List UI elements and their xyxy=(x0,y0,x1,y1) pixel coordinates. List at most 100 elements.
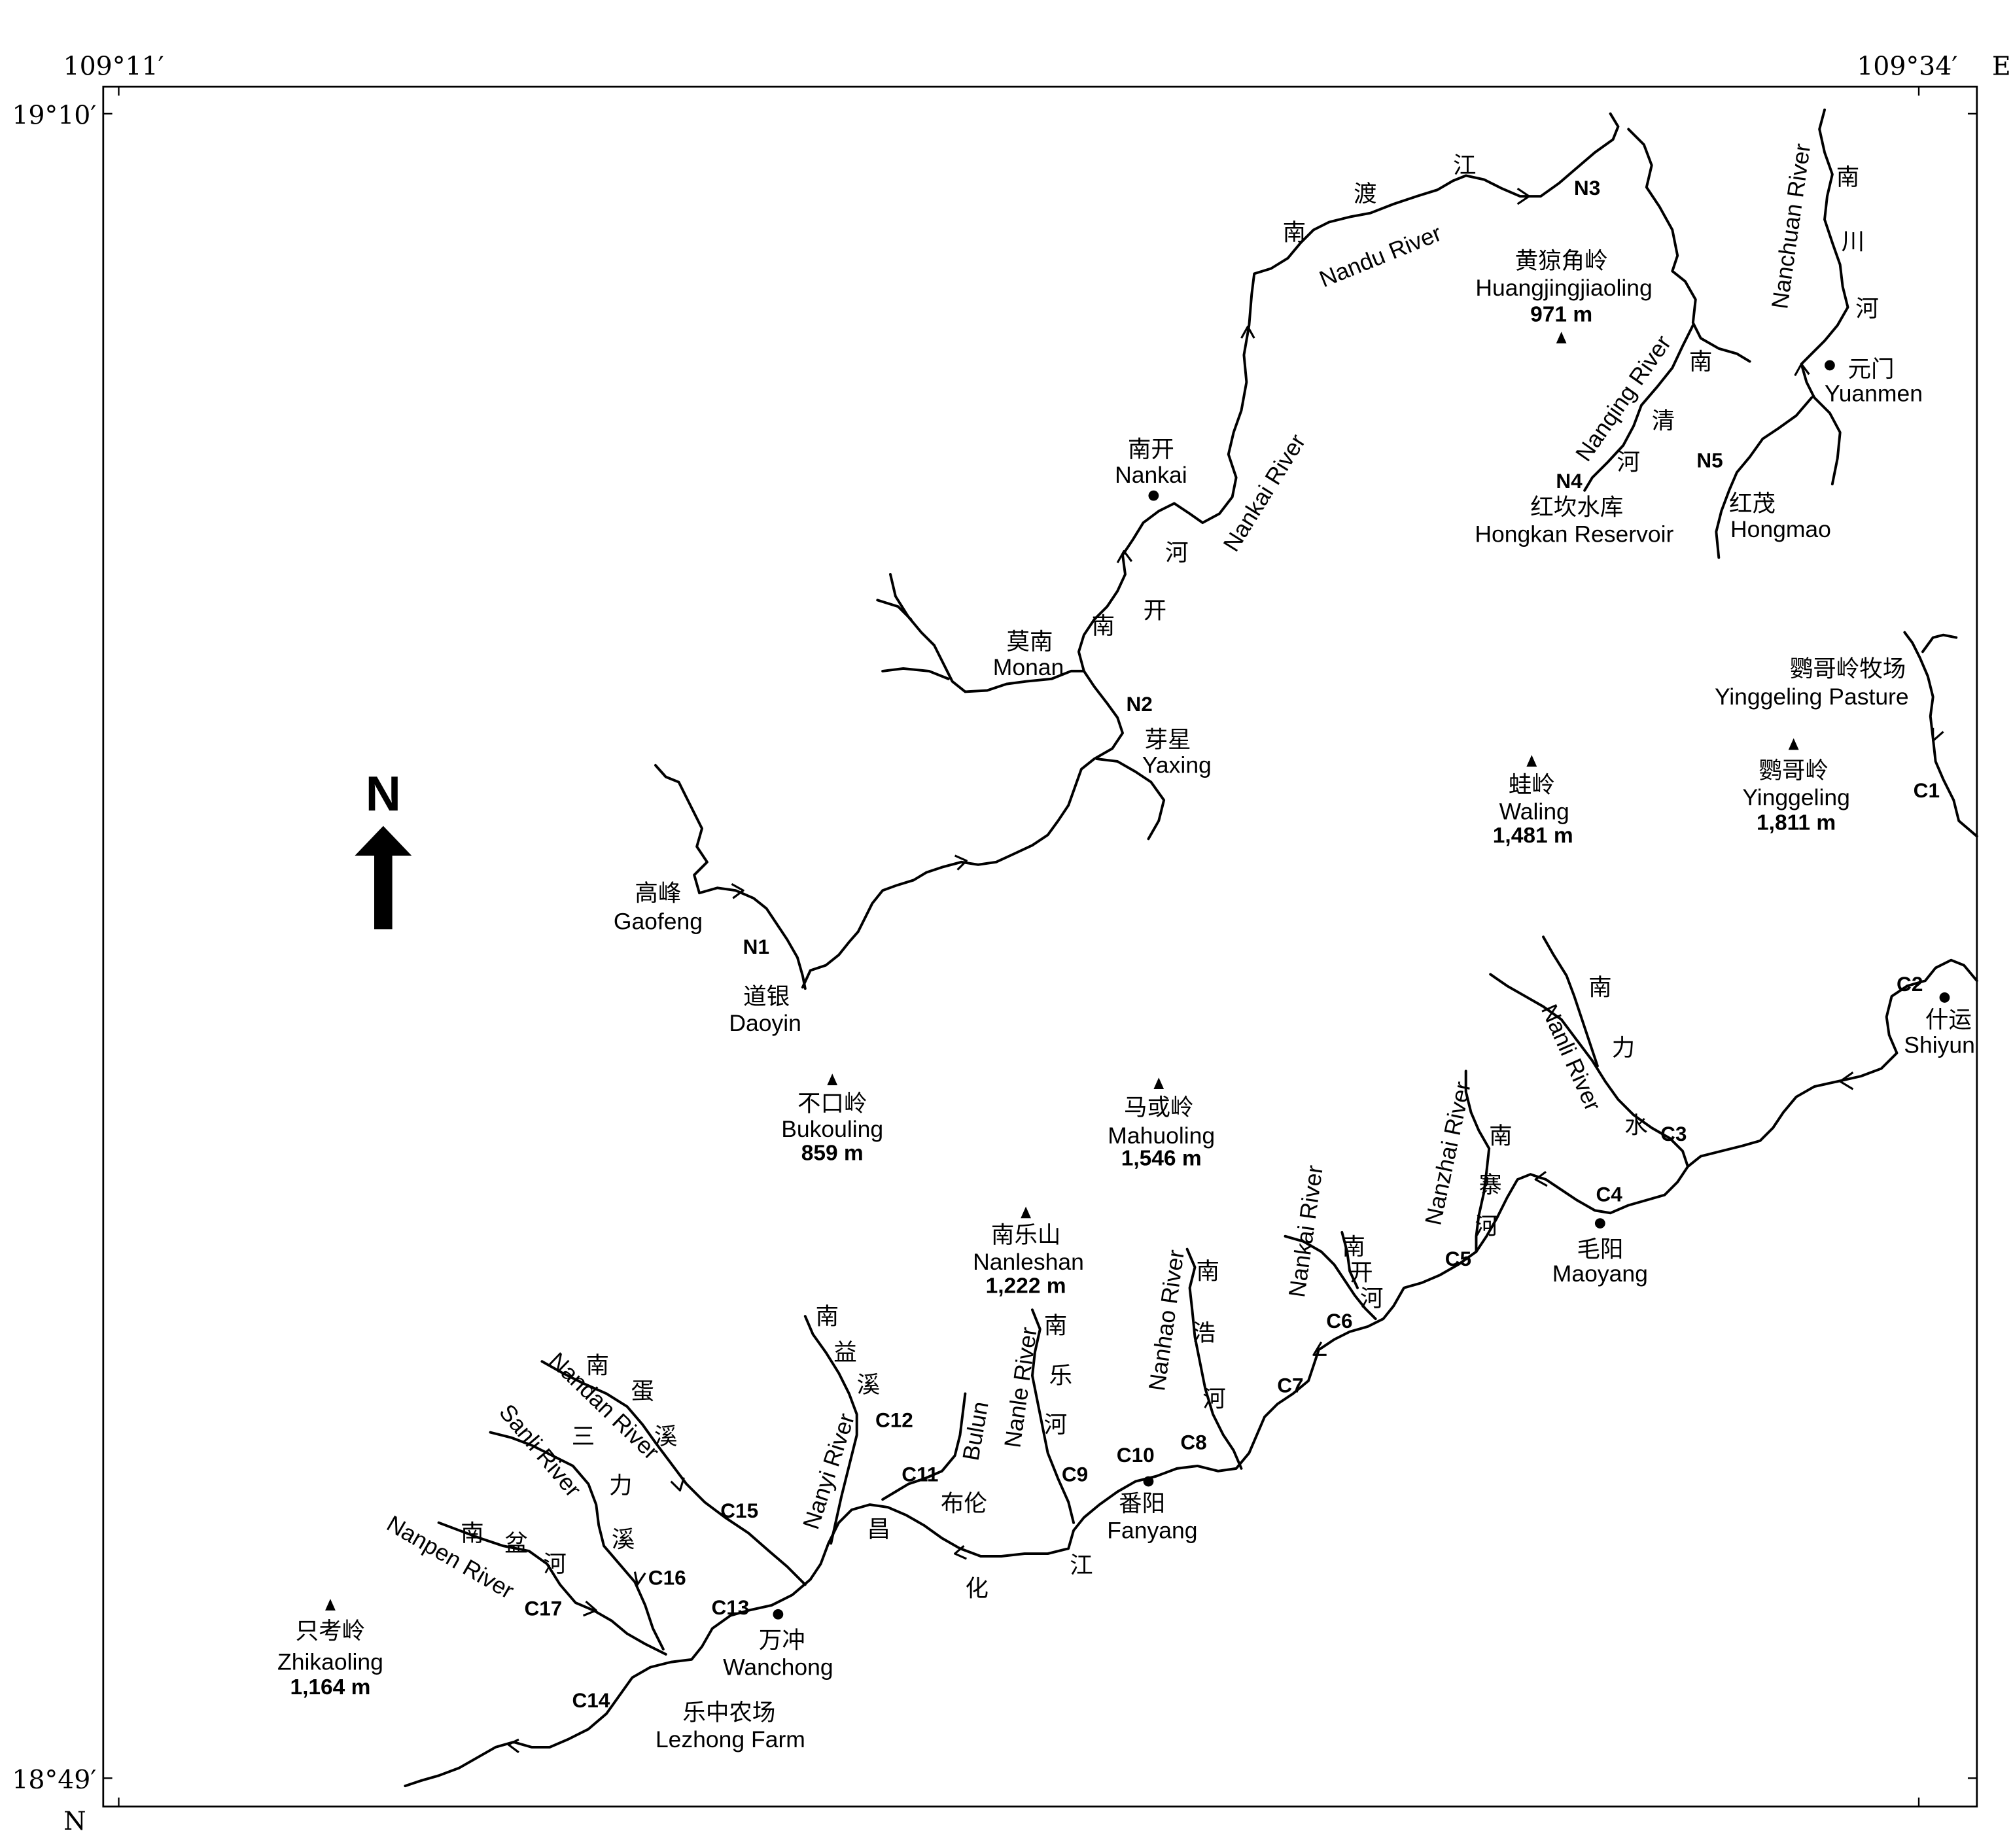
river-label-zh: 力 xyxy=(609,1472,633,1499)
river-label-zh: 盆 xyxy=(504,1530,528,1557)
peak-elevation: 1,546 m xyxy=(1121,1146,1202,1170)
place-name-zh: 乐中农场 xyxy=(682,1699,775,1726)
peak-name-en: Huangjingjiaoling xyxy=(1475,275,1652,301)
peak-name-zh: 不口岭 xyxy=(797,1090,867,1117)
peak-icon xyxy=(1526,755,1537,767)
peaks: 黄猄角岭 Huangjingjiaoling 971 m 蛙岭 Waling 1… xyxy=(277,248,1850,1700)
place-name-en: Shiyun xyxy=(1904,1032,1975,1058)
river-nanli-branch xyxy=(1542,935,1599,1068)
station-label: C10 xyxy=(1117,1443,1155,1467)
flow-arrow-icon xyxy=(633,1571,646,1586)
river-monan-branch-1 xyxy=(876,599,913,621)
river-nanli xyxy=(1489,973,1689,1168)
flow-arrow-icon xyxy=(582,1600,597,1617)
river-label-zh: 河 xyxy=(1855,295,1879,322)
station-label: C15 xyxy=(720,1499,758,1522)
river-label-zh: 清 xyxy=(1652,408,1675,434)
settlement-dot-icon xyxy=(1594,1218,1605,1229)
river-label-zh: 浩 xyxy=(1193,1320,1216,1347)
longitude-left-label: 109°11′ xyxy=(63,52,164,82)
station-label: C13 xyxy=(711,1595,749,1619)
flow-arrow-icon xyxy=(1312,1341,1327,1356)
peak-name-en: Waling xyxy=(1499,799,1569,825)
place-name-zh: 万冲 xyxy=(759,1627,805,1654)
latitude-top-label: 19°10′ xyxy=(12,101,96,131)
river-label-zh: 开 xyxy=(1350,1259,1373,1286)
river-label-zh: 昌 xyxy=(867,1516,890,1543)
place-name-en: Lezhong Farm xyxy=(656,1726,805,1752)
river-hongmao-branch xyxy=(1715,396,1813,559)
peak-name-zh: 蛙岭 xyxy=(1509,771,1555,798)
river-nanzhai xyxy=(1464,1070,1491,1253)
peak-icon xyxy=(1788,738,1799,750)
river-c1-branch xyxy=(1921,633,1958,654)
river-label-zh: 南 xyxy=(586,1352,609,1379)
north-arrow-label: N xyxy=(366,766,401,821)
river-network xyxy=(404,108,1978,1788)
river-label-zh: 水 xyxy=(1624,1112,1648,1139)
river-label-zh: 江 xyxy=(1453,152,1477,179)
place-name-zh: 红茂 xyxy=(1729,490,1776,517)
river-nanqing xyxy=(1583,324,1694,492)
settlement-dot-icon xyxy=(1148,490,1159,501)
peak-name-en: Mahuoling xyxy=(1108,1123,1215,1149)
river-label-zh: 寨 xyxy=(1479,1172,1502,1198)
peak-name-en: Nanleshan xyxy=(973,1249,1084,1275)
river-nankai-lower-branch xyxy=(1340,1230,1359,1289)
settlement-dot-icon xyxy=(1143,1476,1154,1487)
place-name-en: Hongkan Reservoir xyxy=(1475,521,1673,548)
river-label-zh: 南 xyxy=(1489,1123,1513,1149)
station-label: C7 xyxy=(1277,1373,1303,1397)
river-nankai-lower xyxy=(1284,1234,1377,1321)
peak-icon xyxy=(325,1599,336,1611)
flow-arrow-icon xyxy=(1534,1170,1548,1187)
place-name-en: Monan xyxy=(993,654,1064,680)
river-label-zh: 蛋 xyxy=(631,1378,655,1404)
peak-name-en: Yinggeling xyxy=(1742,784,1849,811)
place-name-en: Yinggeling Pasture xyxy=(1715,684,1909,710)
station-label: C2 xyxy=(1897,972,1923,996)
river-sanli xyxy=(489,1431,665,1650)
peak-name-en: Zhikaoling xyxy=(277,1649,383,1675)
peak-name-zh: 马或岭 xyxy=(1124,1094,1194,1121)
place-name-zh: 什运 xyxy=(1925,1006,1972,1033)
river-label-zh: 川 xyxy=(1842,228,1865,255)
peak-name-zh: 南乐山 xyxy=(991,1222,1061,1249)
place-name-en: Fanyang xyxy=(1107,1517,1197,1543)
place-name-zh: 芽星 xyxy=(1145,726,1191,753)
peak-icon xyxy=(1021,1206,1031,1219)
river-changhua-main xyxy=(404,958,1978,1788)
north-arrow-icon xyxy=(355,826,412,930)
peak-name-zh: 鹦哥岭 xyxy=(1759,758,1829,784)
flow-arrow-icon xyxy=(1794,362,1810,376)
flow-arrows xyxy=(507,187,1944,1754)
place-name-en: Gaofeng xyxy=(614,908,703,934)
place-name-zh: 番阳 xyxy=(1119,1490,1165,1517)
flow-arrow-icon xyxy=(1116,549,1133,563)
place-name-zh: 南开 xyxy=(1128,436,1174,462)
river-gaofeng-tributary xyxy=(654,763,807,990)
river-nanyi xyxy=(803,1315,858,1545)
river-label-zh: 化 xyxy=(965,1575,989,1602)
river-label-zh: 河 xyxy=(1165,539,1189,566)
flow-arrow-icon xyxy=(1932,727,1944,742)
river-label-zh: 南 xyxy=(1283,219,1306,246)
station-label: C4 xyxy=(1596,1183,1622,1206)
river-c1-tributary xyxy=(1903,631,1978,838)
river-nandu-main xyxy=(801,112,1620,989)
peak-elevation: 1,481 m xyxy=(1493,824,1573,848)
river-label-zh: 南 xyxy=(1689,348,1713,375)
station-label: C8 xyxy=(1180,1430,1206,1454)
station-label: C3 xyxy=(1660,1122,1687,1145)
river-label-zh: 溪 xyxy=(857,1371,881,1398)
peak-icon xyxy=(1153,1077,1164,1089)
peak-icon xyxy=(827,1073,838,1086)
river-nandan xyxy=(540,1360,807,1586)
river-label-zh: 益 xyxy=(833,1339,857,1366)
river-label-zh: 南 xyxy=(1092,613,1115,640)
river-label-zh: 河 xyxy=(1617,449,1640,476)
place-name-en: Hongmao xyxy=(1730,516,1831,542)
river-label-zh: 开 xyxy=(1144,597,1167,624)
flow-arrow-icon xyxy=(1839,1072,1854,1090)
latitude-bottom-label: 18°49′ xyxy=(12,1765,96,1795)
